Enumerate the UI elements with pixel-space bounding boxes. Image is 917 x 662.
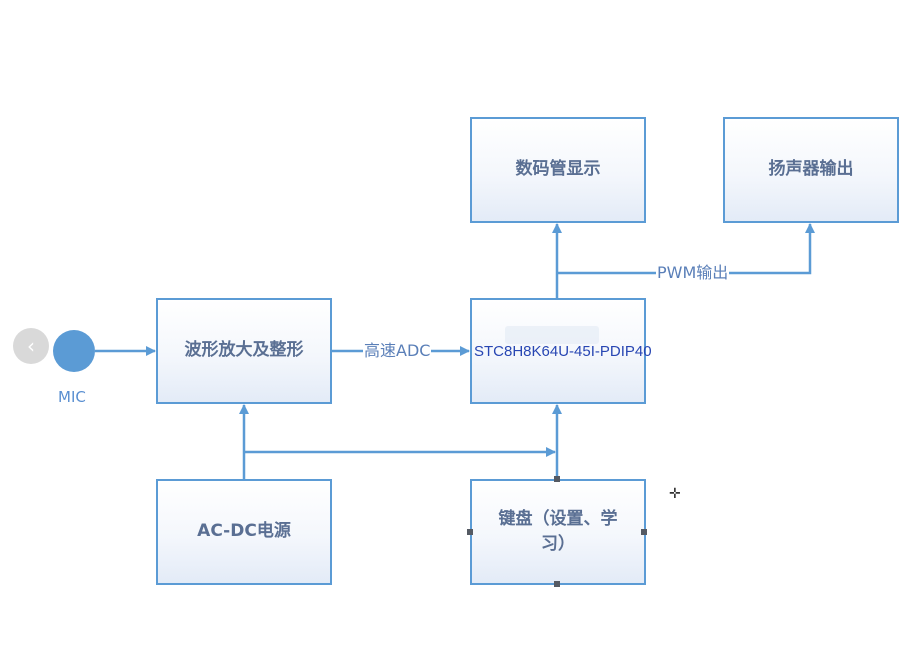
mic-node[interactable] — [53, 330, 95, 372]
block-amplifier-label: 波形放大及整形 — [184, 340, 304, 361]
block-display[interactable]: 数码管显示 — [470, 117, 646, 223]
block-speaker-label: 扬声器输出 — [768, 159, 854, 180]
block-keyboard[interactable]: 键盘（设置、学习） — [470, 479, 646, 585]
resize-handle-bottom[interactable] — [554, 581, 560, 587]
block-keyboard-label: 键盘（设置、学习） — [498, 508, 618, 555]
chevron-left-icon: ‹ — [27, 334, 35, 358]
block-display-label: 数码管显示 — [515, 159, 601, 180]
crosshair-icon: ✛ — [669, 486, 681, 502]
back-button[interactable]: ‹ — [13, 328, 49, 364]
block-power[interactable]: AC-DC电源 — [156, 479, 332, 585]
resize-handle-left[interactable] — [467, 529, 473, 535]
edge-mcu-speaker — [557, 223, 815, 275]
block-power-label: AC-DC电源 — [197, 521, 291, 542]
mcu-label-highlight — [505, 326, 599, 344]
block-speaker[interactable]: 扬声器输出 — [723, 117, 899, 223]
resize-handle-top[interactable] — [554, 476, 560, 482]
block-amplifier[interactable]: 波形放大及整形 — [156, 298, 332, 404]
edge-label-pwm: PWM输出 — [656, 263, 730, 283]
edge-label-adc: 高速ADC — [363, 341, 432, 361]
resize-handle-right[interactable] — [641, 529, 647, 535]
block-mcu[interactable] — [470, 298, 646, 404]
mic-label: MIC — [58, 388, 86, 406]
mcu-label: STC8H8K64U-45I-PDIP40 — [474, 343, 652, 360]
